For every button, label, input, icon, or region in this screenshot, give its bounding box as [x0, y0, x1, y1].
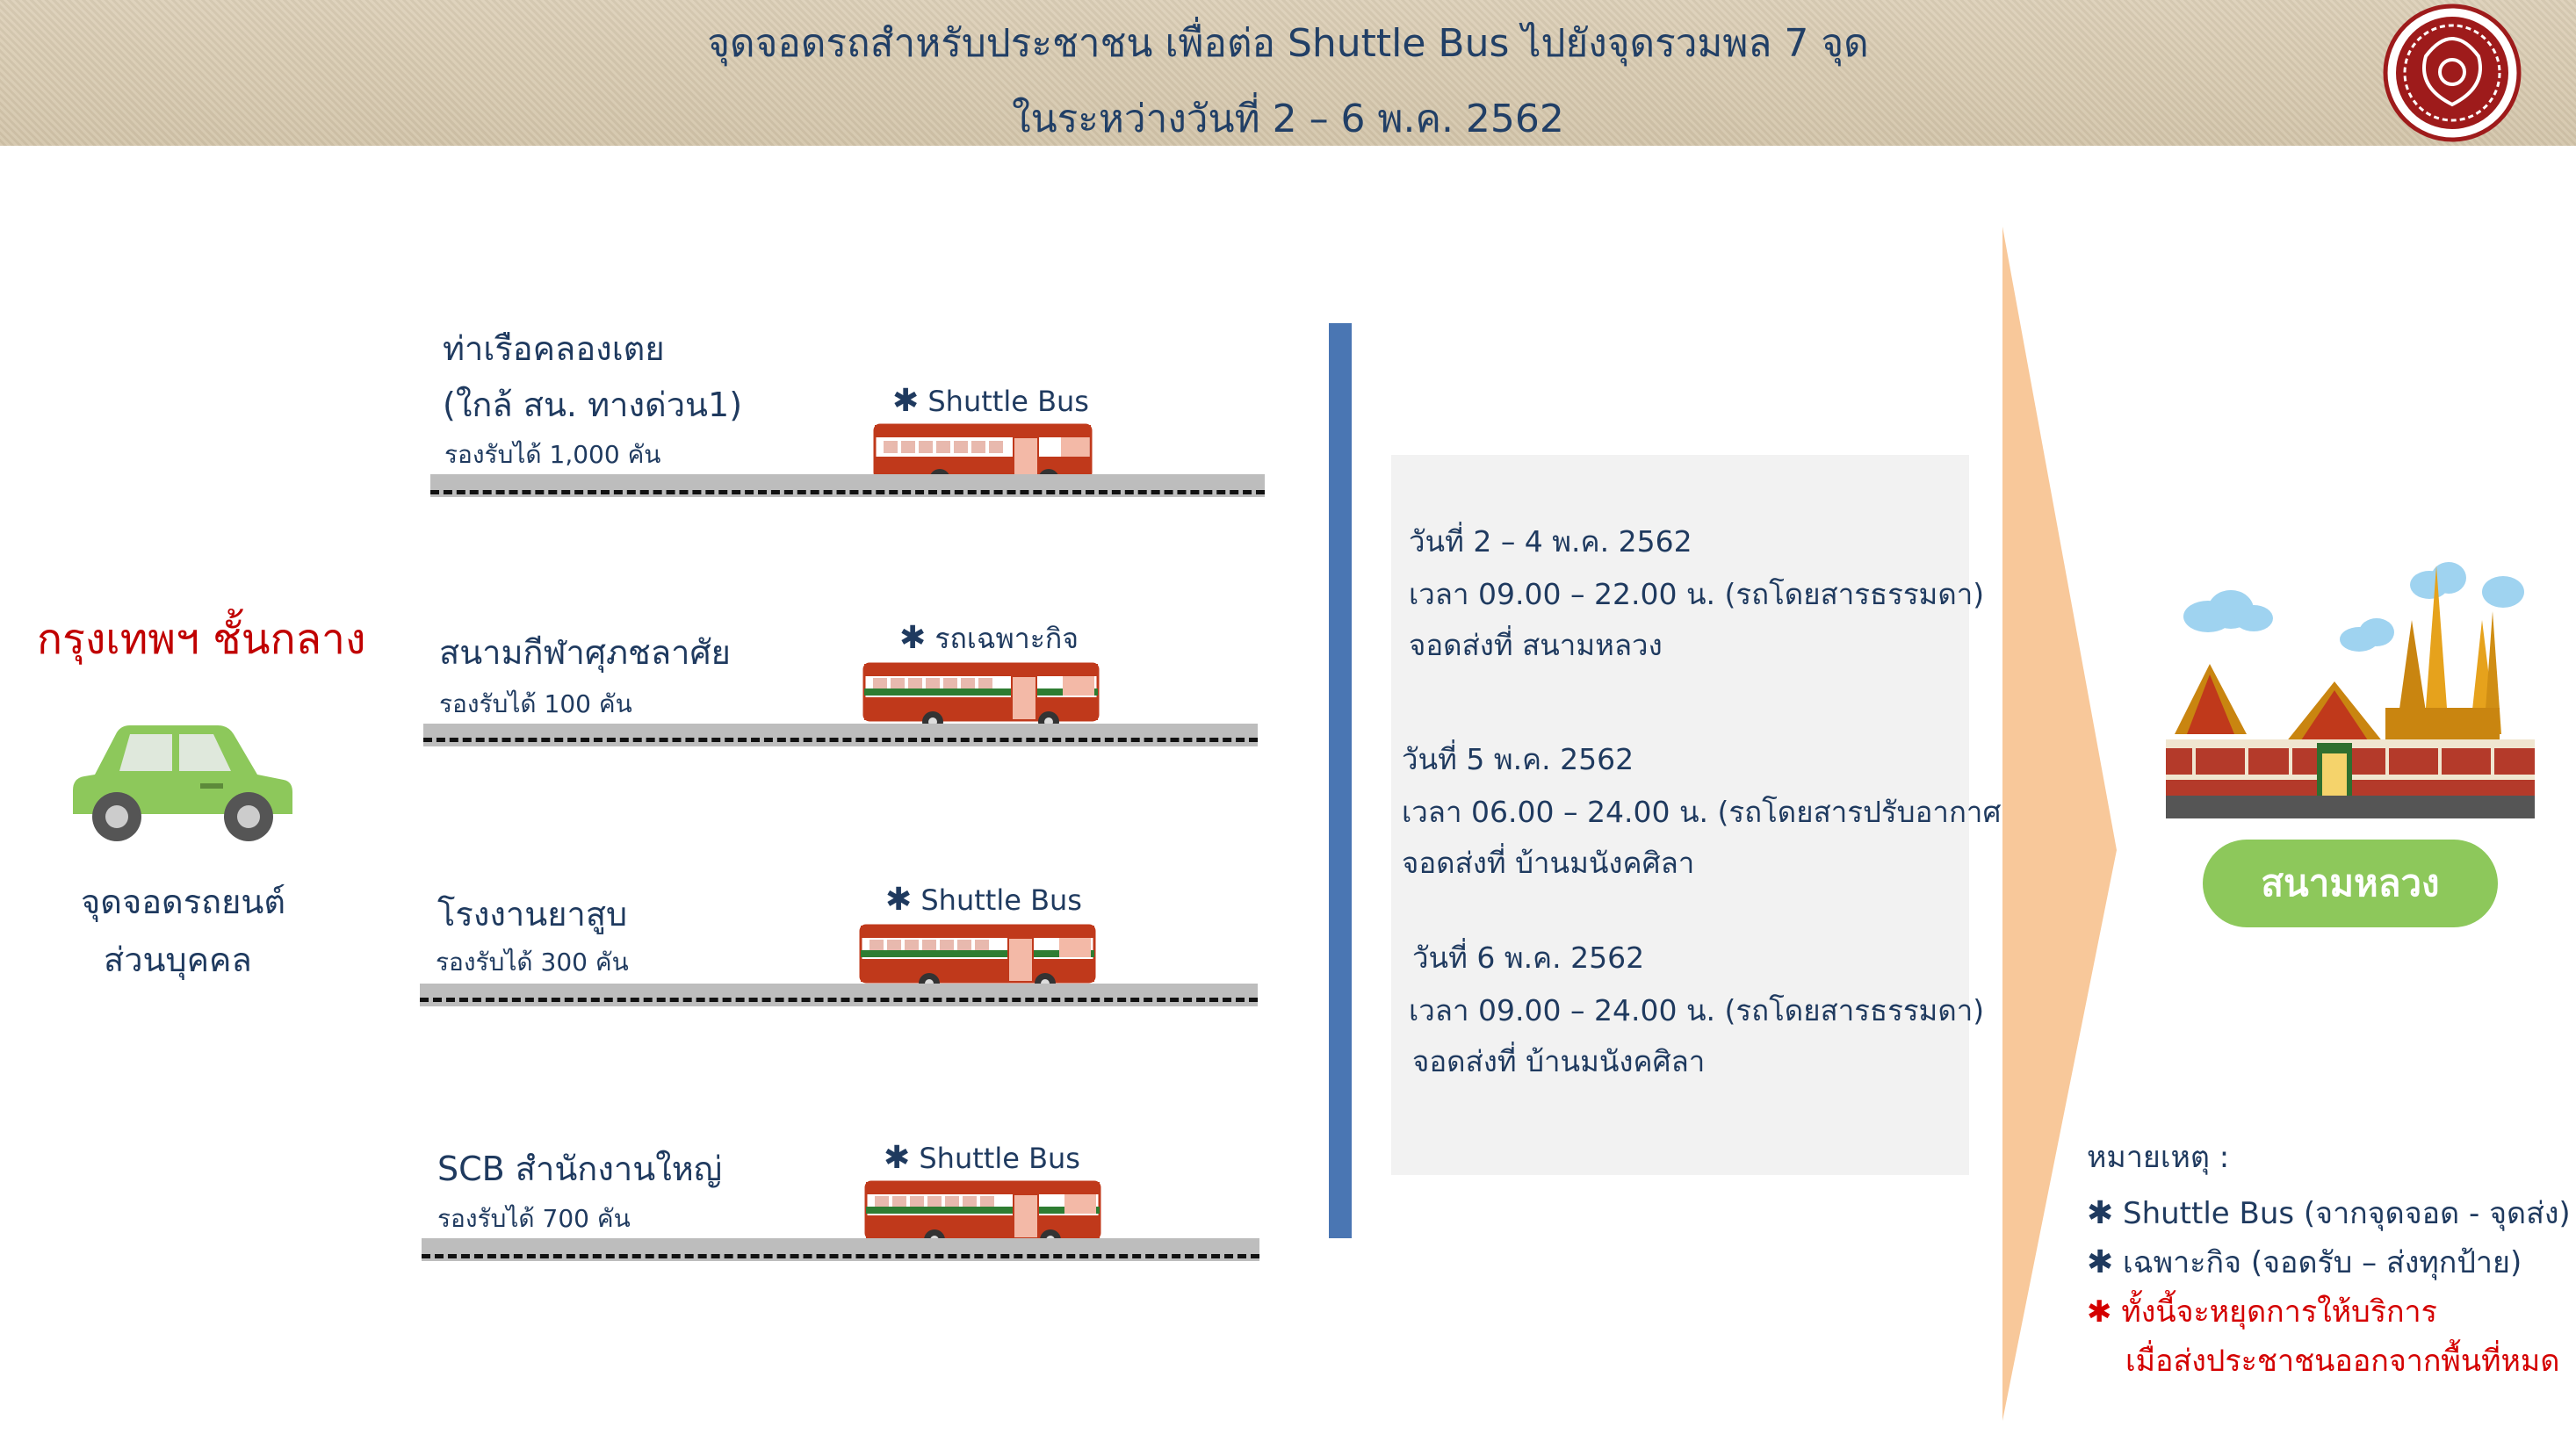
route1-name-line2: (ใกล้ สน. ทางด่วน1) — [443, 386, 743, 424]
route1-road-dash — [430, 490, 1265, 494]
note-shuttle: ✱ Shuttle Bus (จากจุดจอด - จุดส่ง) — [2087, 1195, 2571, 1231]
region-title: กรุงเทพฯ ชั้นกลาง — [37, 615, 366, 664]
route2-road — [423, 724, 1258, 746]
route3-road-dash — [420, 998, 1258, 1002]
route1-capacity: รองรับได้ 1,000 คัน — [444, 440, 661, 469]
route3-capacity: รองรับได้ 300 คัน — [436, 948, 629, 977]
vertical-divider — [1329, 323, 1352, 1238]
route2-service: ✱ รถเฉพาะกิจ — [899, 620, 1079, 656]
route1-service: ✱ Shuttle Bus — [892, 383, 1089, 419]
car-label-line1: จุดจอดรถยนต์ — [81, 883, 286, 921]
route4-name: SCB สำนักงานใหญ่ — [437, 1150, 723, 1188]
route3-road — [420, 984, 1258, 1006]
schedule3-drop: จอดส่งที่ บ้านมนังคศิลา — [1412, 1044, 1706, 1078]
route4-road-dash — [422, 1254, 1259, 1258]
note-stop-service-line2: เมื่อส่งประชาชนออกจากพื้นที่หมด — [2125, 1344, 2560, 1379]
note-special: ✱ เฉพาะกิจ (จอดรับ – ส่งทุกป้าย) — [2087, 1244, 2522, 1280]
note-stop-service: ✱ ทั้งนี้จะหยุดการให้บริการ — [2087, 1294, 2437, 1330]
schedule1-time: เวลา 09.00 – 22.00 น. (รถโดยสารธรรมดา) — [1409, 577, 1985, 611]
car-label-line2: ส่วนบุคคล — [104, 941, 252, 979]
arrow-icon — [2002, 227, 2117, 1421]
schedule-panel — [1391, 455, 1969, 1175]
schedule2-drop: จอดส่งที่ บ้านมนังคศิลา — [1402, 846, 1695, 880]
route4-capacity: รองรับได้ 700 คัน — [437, 1204, 631, 1233]
schedule2-time: เวลา 06.00 – 24.00 น. (รถโดยสารปรับอากาศ… — [1402, 795, 2013, 829]
schedule1-date: วันที่ 2 – 4 พ.ค. 2562 — [1409, 524, 1692, 559]
notes-heading: หมายเหตุ : — [2087, 1140, 2230, 1175]
route1-name-line1: ท่าเรือคลองเตย — [443, 329, 665, 368]
schedule2-date: วันที่ 5 พ.ค. 2562 — [1402, 742, 1634, 776]
car-icon — [73, 725, 292, 841]
destination-button[interactable]: สนามหลวง — [2203, 840, 2498, 927]
schedule3-time: เวลา 09.00 – 24.00 น. (รถโดยสารธรรมดา) — [1409, 993, 1985, 1027]
route4-service: ✱ Shuttle Bus — [884, 1140, 1080, 1176]
schedule3-date: วันที่ 6 พ.ค. 2562 — [1412, 941, 1645, 975]
route2-road-dash — [423, 738, 1258, 742]
route3-service: ✱ Shuttle Bus — [885, 882, 1082, 918]
header-banner — [0, 0, 2576, 146]
route2-capacity: รองรับได้ 100 คัน — [439, 689, 632, 718]
schedule1-drop: จอดส่งที่ สนามหลวง — [1409, 628, 1663, 662]
page-subtitle: ในระหว่างวันที่ 2 – 6 พ.ค. 2562 — [1012, 97, 1564, 141]
page-title: จุดจอดรถสำหรับประชาชน เพื่อต่อ Shuttle B… — [707, 21, 1869, 66]
route2-name: สนามกีฬาศุภชลาศัย — [439, 633, 731, 672]
seal-logo-icon — [2383, 4, 2522, 142]
route3-name: โรงงานยาสูบ — [437, 895, 628, 934]
temple-icon — [2166, 562, 2535, 818]
